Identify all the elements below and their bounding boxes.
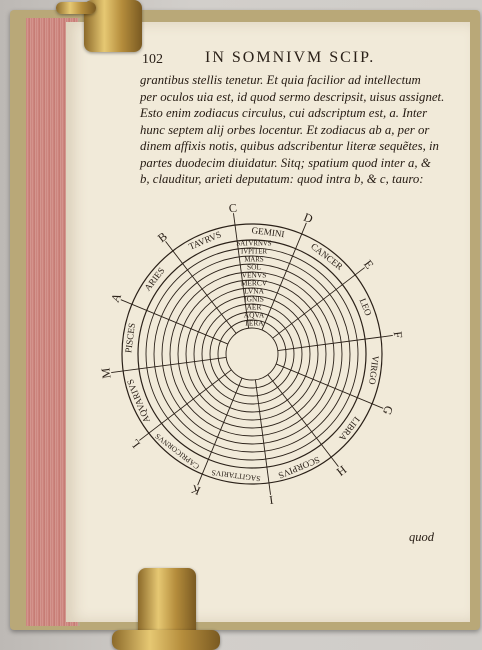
zodiac-sign-label: VIRGO [367, 355, 381, 386]
zodiac-sign-label: LEO [357, 297, 373, 318]
orbit-circle [145, 247, 359, 461]
division-letter: A [108, 291, 124, 305]
sphere-label: SOL [247, 263, 261, 272]
orbit-circle [201, 303, 303, 405]
text-line: b, clauditur, arieti deputatum: quod int… [140, 172, 424, 186]
division-line [111, 356, 227, 373]
page-number: 102 [142, 52, 163, 67]
division-line [267, 374, 339, 467]
sphere-label: SATVRNVS [236, 241, 271, 248]
orbit-circle [161, 263, 343, 445]
division-line [120, 299, 229, 345]
division-line [197, 377, 243, 486]
text-line: dinem affixis notis, quibus adscribentur… [140, 139, 439, 153]
text-line: partes duodecim diuidatur. Sitq; spatium… [140, 155, 431, 170]
division-letter: E [361, 257, 377, 271]
division-line [233, 213, 250, 329]
division-line [139, 369, 232, 441]
top-clasp-hinge [56, 2, 96, 14]
text-line: per oculos uia est, id quod sermo descri… [140, 89, 445, 104]
division-line [277, 335, 393, 352]
orbit-circle [137, 239, 367, 469]
orbit-circle [153, 255, 351, 453]
division-letter: C [228, 201, 238, 216]
orbit-circle [225, 327, 279, 381]
book-page [66, 22, 470, 622]
sphere-label: TERA [244, 319, 264, 328]
sphere-label: AER [247, 303, 262, 312]
division-letter: L [127, 436, 143, 450]
orbit-circle [121, 223, 383, 485]
zodiac-sign-label: GEMINI [251, 225, 285, 239]
text-line: hunc septem alij orbes locentur. Et zodi… [140, 122, 430, 137]
orbit-circle [177, 279, 327, 429]
sphere-label: AQVA [244, 311, 265, 320]
division-letter: F [391, 331, 406, 340]
division-letter: I [268, 493, 274, 507]
sphere-label: VENVS [242, 271, 267, 280]
sphere-label: IGNIS [244, 295, 264, 304]
text-line: Esto enim zodiacus circulus, cui adscrip… [140, 106, 428, 120]
sphere-label: LVNA [244, 287, 265, 296]
orbit-circle [209, 311, 295, 397]
division-letter: M [98, 367, 113, 380]
sphere-label: MERCV [241, 279, 268, 288]
zodiac-sign-label: PISCES [123, 322, 137, 353]
zodiac-sign-label: SAGITTARIVS [211, 468, 261, 483]
division-letter: D [302, 210, 316, 226]
bottom-clasp-hinge [112, 630, 220, 650]
text-line: grantibus stellis tenetur. Et quia facil… [140, 73, 421, 87]
division-line [254, 379, 271, 495]
division-letter: G [380, 404, 396, 418]
sphere-label: MARS [244, 257, 263, 264]
division-line [272, 267, 365, 339]
orbit-circle [185, 287, 319, 421]
division-letter: H [334, 463, 350, 480]
division-line [275, 363, 384, 409]
running-head: IN SOMNIVM SCIP. [205, 49, 376, 66]
division-line [261, 222, 307, 331]
text-block: grantibus stellis tenetur. Et quia facil… [140, 72, 445, 188]
orbit-circle [193, 295, 311, 413]
division-letter: K [189, 482, 203, 498]
division-line [165, 241, 237, 334]
zodiac-sign-label: CAPRICORNVS [153, 432, 201, 472]
orbit-circle [217, 319, 287, 389]
orbit-circle [169, 271, 335, 437]
catchword: quod [409, 530, 434, 544]
division-letter: B [155, 229, 170, 245]
sphere-label: IVPITER [241, 249, 268, 256]
